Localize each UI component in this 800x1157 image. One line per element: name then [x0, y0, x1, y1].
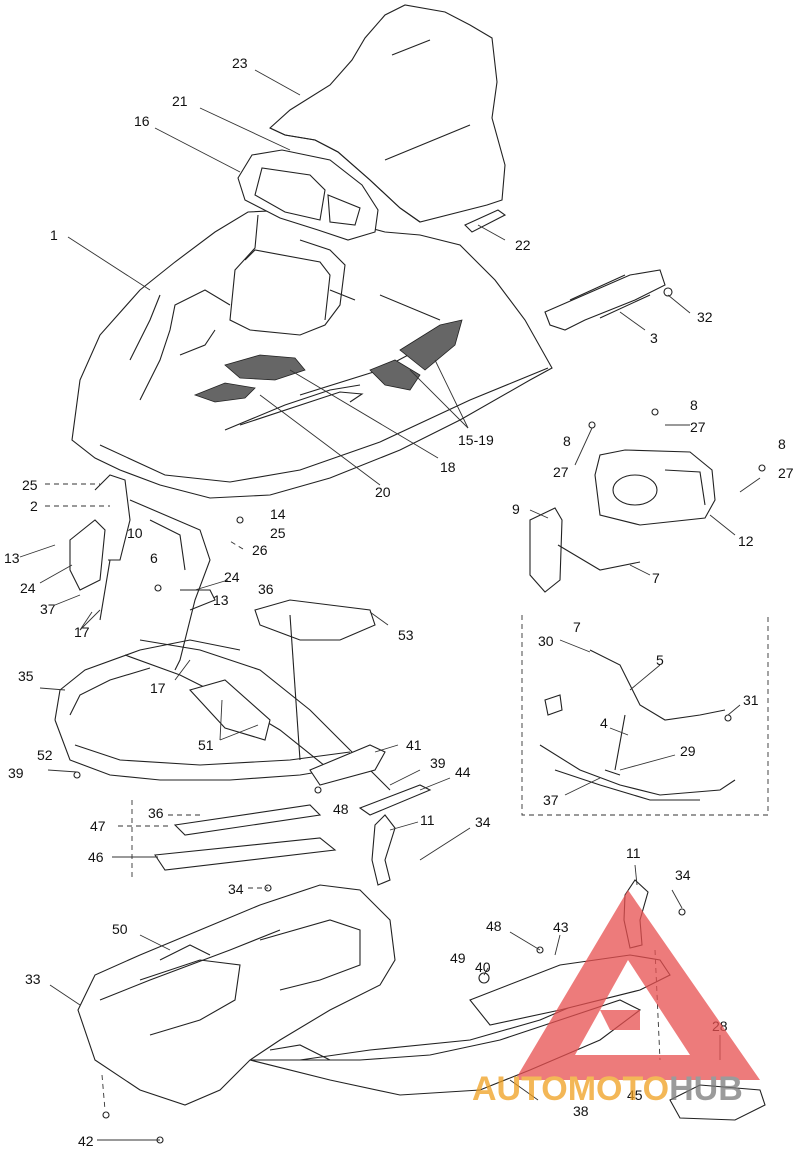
callout: 32	[697, 309, 713, 325]
callout: 29	[680, 743, 696, 759]
leader-lines	[19, 69, 761, 1141]
front-frame	[69, 474, 391, 791]
callout: 41	[406, 737, 422, 753]
part-32-nut	[663, 287, 673, 297]
callout: 31	[743, 692, 759, 708]
callout: 33	[25, 971, 41, 987]
callout: 13	[4, 550, 20, 566]
callout: 46	[88, 849, 104, 865]
callout: 17	[150, 680, 166, 696]
callout: 13	[213, 592, 229, 608]
part-22-clip	[464, 209, 507, 233]
fasteners	[73, 408, 766, 1144]
part-9-bracket	[529, 507, 563, 593]
callout: 39	[8, 765, 24, 781]
callout: 17	[74, 624, 90, 640]
part-41-rail	[309, 744, 386, 786]
callout: 26	[252, 542, 268, 558]
callout: 47	[90, 818, 106, 834]
callout: 21	[172, 93, 188, 109]
callout-labels: 23 21 16 1 22 3 32 15-19 18 20 8 27 8 27…	[4, 55, 794, 1149]
callout: 14	[270, 506, 286, 522]
watermark-moto: MOTO	[568, 1070, 669, 1108]
callout: 15-19	[458, 432, 494, 448]
part-45-plate	[669, 1084, 766, 1121]
callout: 42	[78, 1133, 94, 1149]
callout: 48	[486, 918, 502, 934]
console	[237, 149, 379, 241]
callout: 45	[627, 1087, 643, 1103]
callout: 23	[232, 55, 248, 71]
callout: 8	[563, 433, 571, 449]
callout: 6	[150, 550, 158, 566]
callout: 39	[430, 755, 446, 771]
callout: 53	[398, 627, 414, 643]
callout: 52	[37, 747, 53, 763]
watermark-triangle-icon	[515, 890, 760, 1080]
callout: 1	[50, 227, 58, 243]
part-35-bumper	[54, 639, 361, 781]
callout: 43	[553, 919, 569, 935]
part-12-housing	[594, 449, 716, 526]
callout: 10	[127, 525, 143, 541]
part-11-tip-left	[371, 814, 396, 886]
part-46-rail	[154, 837, 337, 871]
part-36-rail	[173, 804, 322, 836]
callout: 9	[512, 501, 520, 517]
callout: 44	[455, 764, 471, 780]
hood	[71, 209, 553, 499]
callout: 7	[652, 570, 660, 586]
callout: 7	[573, 619, 581, 635]
callout: 51	[198, 737, 214, 753]
callout: 22	[515, 237, 531, 253]
callout: 36	[148, 805, 164, 821]
watermark-inner-icon	[600, 1010, 640, 1030]
callout: 37	[40, 601, 56, 617]
callout: 34	[228, 881, 244, 897]
callout: 38	[573, 1103, 589, 1119]
callout: 40	[475, 959, 491, 975]
callout: 27	[778, 465, 794, 481]
callout: 34	[475, 814, 491, 830]
callout: 34	[675, 867, 691, 883]
callout: 24	[20, 580, 36, 596]
callout: 11	[626, 845, 641, 861]
callout: 36	[258, 581, 274, 597]
callout: 27	[553, 464, 569, 480]
watermark-hub: HUB	[669, 1070, 743, 1108]
callout: 35	[18, 668, 34, 684]
callout: 27	[690, 419, 706, 435]
callout: 8	[778, 436, 786, 452]
callout: 11	[420, 812, 435, 828]
callout: 49	[450, 950, 466, 966]
callout: 8	[690, 397, 698, 413]
svg-text:AUTOMOTOHUB: AUTOMOTOHUB	[472, 1070, 743, 1108]
callout: 2	[30, 498, 38, 514]
part-7-wire	[557, 544, 641, 571]
callout: 12	[738, 533, 754, 549]
part-44-strip	[358, 784, 432, 816]
callout: 48	[333, 801, 349, 817]
callout: 25	[270, 525, 286, 541]
inset-detail	[521, 615, 769, 816]
callout: 3	[650, 330, 658, 346]
callout: 16	[134, 113, 150, 129]
callout: 5	[656, 652, 664, 668]
callout: 18	[440, 459, 456, 475]
callout: 37	[543, 792, 559, 808]
callout: 20	[375, 484, 391, 500]
callout: 30	[538, 633, 554, 649]
watermark-auto: AUTO	[472, 1070, 568, 1108]
callout: 50	[112, 921, 128, 937]
callout: 4	[600, 715, 608, 731]
callout: 25	[22, 477, 38, 493]
watermark-logo: AUTOMOTOHUB	[472, 890, 760, 1108]
windshield	[269, 4, 506, 223]
part-3-handle	[544, 269, 666, 331]
callout: 24	[224, 569, 240, 585]
